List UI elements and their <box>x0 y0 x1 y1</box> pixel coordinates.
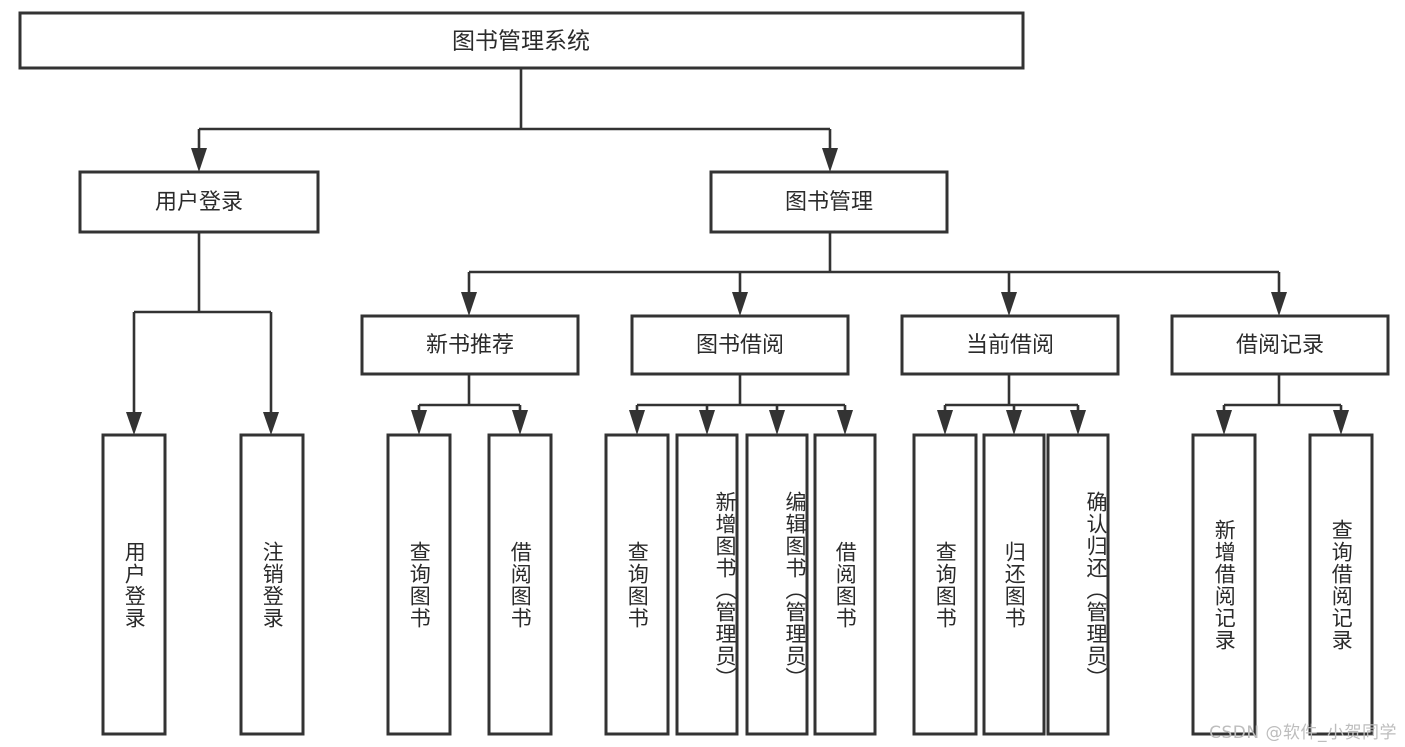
leaf-box-query-book-3[interactable] <box>912 433 978 736</box>
node-new-book-recommend[interactable]: 新书推荐 <box>360 314 580 376</box>
node-user-login-label: 用户登录 <box>155 190 243 215</box>
leaf-box-add-book-admin[interactable] <box>675 433 739 736</box>
node-user-login[interactable]: 用户登录 <box>78 170 320 234</box>
leaf-box-add-borrow-record[interactable] <box>1191 433 1257 736</box>
arrow-head-to-borrow-record <box>1271 292 1287 316</box>
leaf-box-confirm-return-admin[interactable] <box>1046 433 1110 736</box>
node-current-borrow-label: 当前借阅 <box>966 333 1054 358</box>
arrow-head-to-user-login <box>191 148 207 172</box>
arrow-head-borrow-leaf4 <box>837 410 853 435</box>
node-borrow-record-label: 借阅记录 <box>1236 333 1324 358</box>
node-current-borrow[interactable]: 当前借阅 <box>900 314 1120 376</box>
node-book-borrow-label: 图书借阅 <box>696 333 784 358</box>
arrow-head-record-leaf2 <box>1333 410 1349 435</box>
node-root-system-rect[interactable] <box>18 11 1025 70</box>
leaf-box-query-borrow-record[interactable] <box>1308 433 1374 736</box>
arrow-head-current-leaf2 <box>1006 410 1022 435</box>
arrow-head-newbook-leaf1 <box>411 410 427 435</box>
arrow-head-current-leaf3 <box>1070 410 1086 435</box>
arrow-head-record-leaf1 <box>1216 410 1232 435</box>
node-book-management[interactable]: 图书管理 <box>709 170 949 234</box>
arrow-head-borrow-leaf1 <box>629 410 645 435</box>
arrow-head-current-leaf1 <box>937 410 953 435</box>
arrow-head-newbook-leaf2 <box>512 410 528 435</box>
leaf-box-borrow-book-2[interactable] <box>813 433 877 736</box>
leaf-box-user-login[interactable] <box>101 433 167 736</box>
arrow-head-to-book-management <box>822 148 838 172</box>
watermark-text: CSDN @软件_小贺同学 <box>1209 723 1397 743</box>
leaf-box-logout[interactable] <box>239 433 305 736</box>
leaf-box-query-book-1[interactable] <box>386 433 452 736</box>
arrow-head-leaf-logout <box>263 412 279 435</box>
arrow-head-borrow-leaf2 <box>699 410 715 435</box>
node-root-system[interactable]: 图书管理系统 <box>18 11 1025 70</box>
node-root-system-label: 图书管理系统 <box>452 29 590 55</box>
node-book-borrow[interactable]: 图书借阅 <box>630 314 850 376</box>
node-book-management-label: 图书管理 <box>785 190 873 215</box>
arrow-head-to-new-book <box>461 292 477 316</box>
node-book-borrow-rect[interactable] <box>630 314 850 376</box>
leaf-box-edit-book-admin[interactable] <box>745 433 809 736</box>
arrow-head-leaf-user-login <box>126 412 142 435</box>
connectors-group <box>126 68 1349 435</box>
node-new-book-recommend-rect[interactable] <box>360 314 580 376</box>
node-book-management-rect[interactable] <box>709 170 949 234</box>
arrow-head-to-book-borrow <box>732 292 748 316</box>
node-user-login-rect[interactable] <box>78 170 320 234</box>
leaf-box-borrow-book-1[interactable] <box>487 433 553 736</box>
arrow-head-to-current-borrow <box>1001 292 1017 316</box>
leaf-box-return-book[interactable] <box>982 433 1046 736</box>
node-current-borrow-rect[interactable] <box>900 314 1120 376</box>
node-borrow-record-rect[interactable] <box>1170 314 1390 376</box>
node-borrow-record[interactable]: 借阅记录 <box>1170 314 1390 376</box>
arrow-head-borrow-leaf3 <box>769 410 785 435</box>
node-new-book-recommend-label: 新书推荐 <box>426 333 514 358</box>
leaf-box-query-book-2[interactable] <box>604 433 670 736</box>
